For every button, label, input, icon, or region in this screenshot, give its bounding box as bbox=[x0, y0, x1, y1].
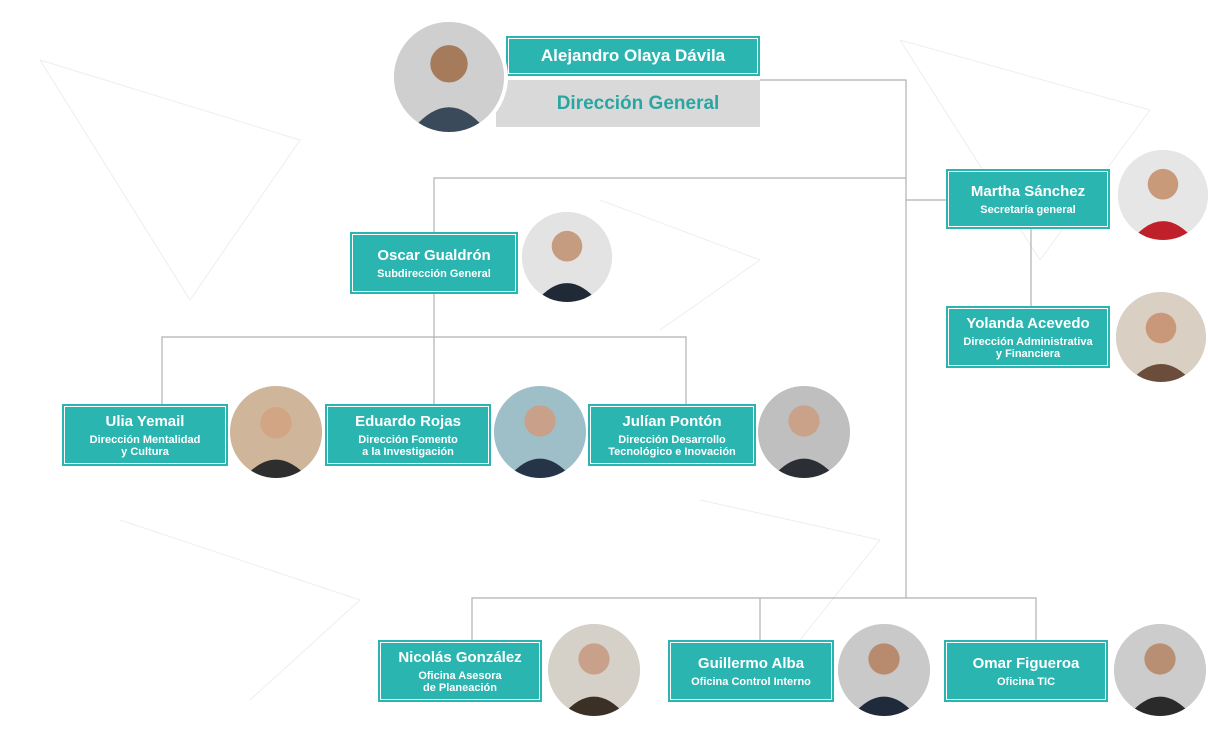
person-photo-icon bbox=[494, 386, 586, 478]
person-photo-omar bbox=[1114, 624, 1206, 716]
person-photo-nicolas bbox=[548, 624, 640, 716]
person-role: Oficina Asesora de Planeación bbox=[418, 669, 502, 694]
person-name: Oscar Gualdrón bbox=[377, 246, 491, 264]
card-yolanda: Yolanda Acevedo Dirección Administrativa… bbox=[946, 306, 1110, 368]
person-photo-julian bbox=[758, 386, 850, 478]
person-name: Julían Pontón bbox=[622, 412, 722, 430]
person-photo-icon bbox=[838, 624, 930, 716]
person-photo-icon bbox=[522, 212, 612, 302]
person-name: Yolanda Acevedo bbox=[966, 314, 1090, 332]
person-role: Dirección Fomento a la Investigación bbox=[358, 433, 458, 458]
director-photo bbox=[394, 22, 504, 132]
person-photo-icon bbox=[1114, 624, 1206, 716]
person-role: Secretaría general bbox=[980, 203, 1076, 216]
card-eduardo: Eduardo Rojas Dirección Fomento a la Inv… bbox=[325, 404, 491, 466]
person-role: Dirección Desarrollo Tecnológico e Inova… bbox=[608, 433, 736, 458]
card-oscar: Oscar Gualdrón Subdirección General bbox=[350, 232, 518, 294]
person-name: Nicolás González bbox=[398, 648, 522, 666]
card-martha: Martha Sánchez Secretaría general bbox=[946, 169, 1110, 229]
person-name: Ulia Yemail bbox=[105, 412, 185, 430]
person-role: Dirección Administrativa y Financiera bbox=[963, 335, 1093, 360]
director-role: Dirección General bbox=[496, 80, 760, 127]
card-omar: Omar Figueroa Oficina TIC bbox=[944, 640, 1108, 702]
card-ulia: Ulia Yemail Dirección Mentalidad y Cultu… bbox=[62, 404, 228, 466]
director-name: Alejandro Olaya Dávila bbox=[506, 36, 760, 76]
person-name: Omar Figueroa bbox=[972, 654, 1080, 672]
person-name: Guillermo Alba bbox=[697, 654, 805, 672]
person-photo-icon bbox=[548, 624, 640, 716]
person-photo-eduardo bbox=[494, 386, 586, 478]
person-photo-guillermo bbox=[838, 624, 930, 716]
person-photo-icon bbox=[230, 386, 322, 478]
person-role: Oficina TIC bbox=[996, 675, 1056, 688]
card-julian: Julían Pontón Dirección Desarrollo Tecno… bbox=[588, 404, 756, 466]
card-guillermo: Guillermo Alba Oficina Control Interno bbox=[668, 640, 834, 702]
person-photo-icon bbox=[394, 22, 504, 132]
person-photo-icon bbox=[1116, 292, 1206, 382]
person-photo-oscar bbox=[522, 212, 612, 302]
person-photo-yolanda bbox=[1116, 292, 1206, 382]
person-role: Dirección Mentalidad y Cultura bbox=[89, 433, 201, 458]
person-name: Eduardo Rojas bbox=[355, 412, 461, 430]
card-nicolas: Nicolás González Oficina Asesora de Plan… bbox=[378, 640, 542, 702]
person-photo-icon bbox=[758, 386, 850, 478]
person-role: Oficina Control Interno bbox=[691, 675, 811, 688]
person-photo-icon bbox=[1118, 150, 1208, 240]
person-role: Subdirección General bbox=[377, 267, 491, 280]
person-photo-martha bbox=[1118, 150, 1208, 240]
person-name: Martha Sánchez bbox=[970, 182, 1086, 200]
person-photo-ulia bbox=[230, 386, 322, 478]
